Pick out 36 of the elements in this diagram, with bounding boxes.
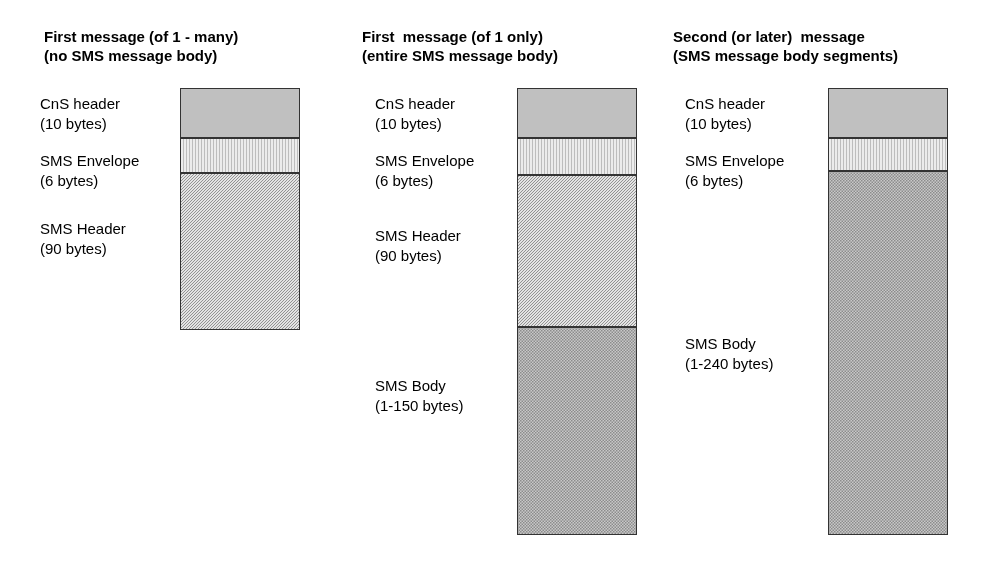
segment-label: (6 bytes) xyxy=(375,171,434,191)
column-heading: (entire SMS message body) xyxy=(362,46,558,65)
column-heading: (no SMS message body) xyxy=(44,46,218,65)
message-segment xyxy=(828,171,948,535)
segment-label: CnS header xyxy=(40,94,121,114)
segment-label: (10 bytes) xyxy=(40,114,107,134)
message-segment xyxy=(180,173,300,330)
column-heading: First message (of 1 - many) xyxy=(44,27,239,46)
message-segment xyxy=(517,88,637,138)
segment-label: SMS Envelope xyxy=(685,151,785,171)
segment-label: SMS Header xyxy=(375,226,461,246)
segment-label: SMS Envelope xyxy=(40,151,140,171)
segment-label: (6 bytes) xyxy=(40,171,99,191)
message-segment xyxy=(828,138,948,171)
segment-label: SMS Body xyxy=(375,376,446,396)
message-segment xyxy=(517,175,637,327)
segment-label: SMS Header xyxy=(40,219,126,239)
message-segment xyxy=(828,88,948,138)
message-segment xyxy=(180,88,300,138)
column-heading: (SMS message body segments) xyxy=(673,46,899,65)
message-segment xyxy=(517,138,637,175)
segment-label: (90 bytes) xyxy=(375,246,442,266)
segment-label: SMS Envelope xyxy=(375,151,475,171)
segment-label: (1-240 bytes) xyxy=(685,354,774,374)
column-heading: Second (or later) message xyxy=(673,27,865,46)
segment-label: (6 bytes) xyxy=(685,171,744,191)
message-segment xyxy=(517,327,637,535)
segment-label: SMS Body xyxy=(685,334,756,354)
segment-label: (10 bytes) xyxy=(685,114,752,134)
column-heading: First message (of 1 only) xyxy=(362,27,543,46)
segment-label: CnS header xyxy=(685,94,766,114)
segment-label: (10 bytes) xyxy=(375,114,442,134)
segment-label: (90 bytes) xyxy=(40,239,107,259)
message-segment xyxy=(180,138,300,173)
segment-label: (1-150 bytes) xyxy=(375,396,464,416)
segment-label: CnS header xyxy=(375,94,456,114)
